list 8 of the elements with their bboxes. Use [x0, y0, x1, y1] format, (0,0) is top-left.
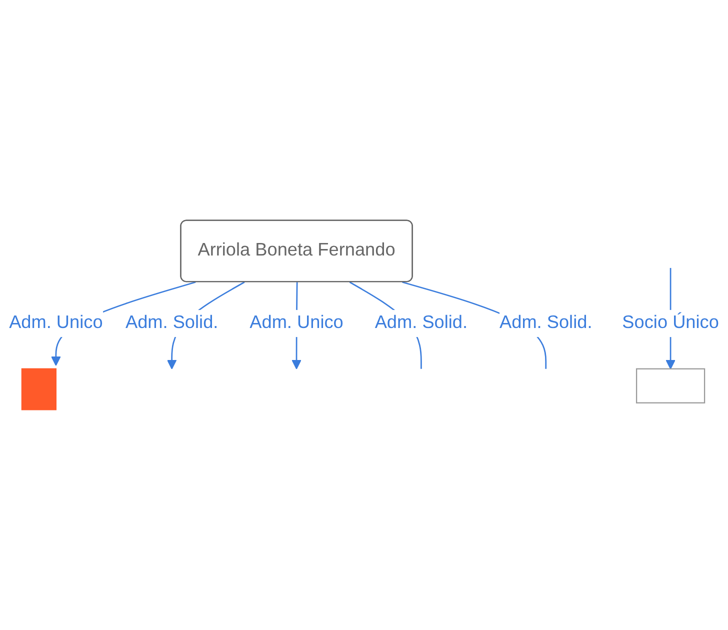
- edge-label: Adm. Unico: [250, 313, 344, 333]
- edge-label: Adm. Solid.: [374, 313, 468, 333]
- node-box: [636, 368, 706, 404]
- edge-label: Adm. Unico: [9, 313, 103, 333]
- edge-label: Adm. Solid.: [125, 313, 218, 333]
- edge-label: Socio Único: [622, 313, 719, 333]
- edge-label: Adm. Solid.: [500, 313, 592, 333]
- node-building: [21, 368, 56, 410]
